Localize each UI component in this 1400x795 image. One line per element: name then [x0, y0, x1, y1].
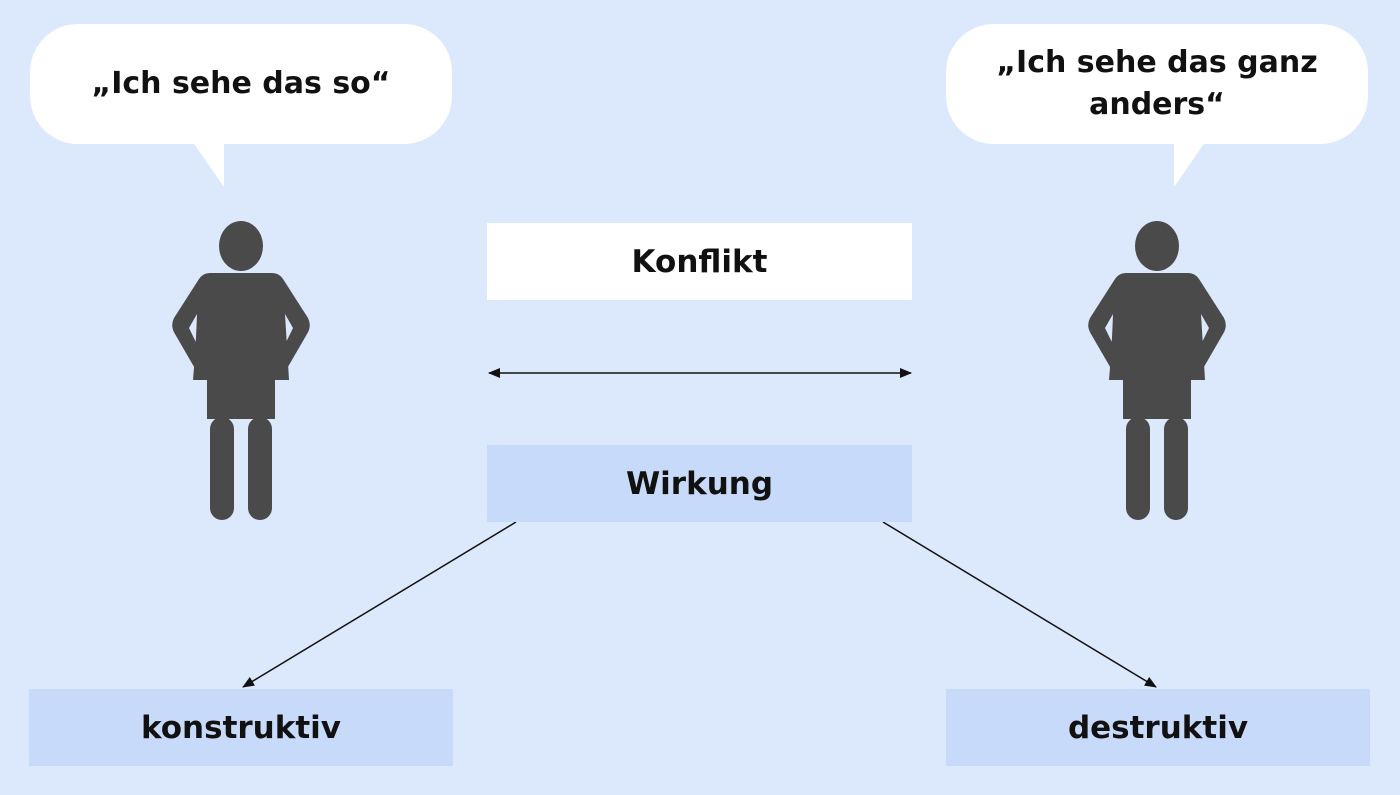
speech-bubble-right	[946, 24, 1368, 187]
konstruktiv-box: konstruktiv	[29, 689, 453, 766]
person-icon-right	[1088, 221, 1226, 520]
arrow-to-konstruktiv	[242, 521, 517, 688]
speech-right-text: „Ich sehe das ganz anders“	[996, 45, 1318, 122]
destruktiv-box: destruktiv	[946, 689, 1370, 766]
wirkung-box: Wirkung	[487, 445, 912, 522]
person-icon-left	[172, 221, 310, 520]
speech-left-text: „Ich sehe das so“	[91, 66, 391, 101]
konflikt-box: Konflikt	[487, 223, 912, 300]
speech-bubble-left	[30, 24, 452, 187]
arrow-to-destruktiv	[882, 521, 1157, 688]
